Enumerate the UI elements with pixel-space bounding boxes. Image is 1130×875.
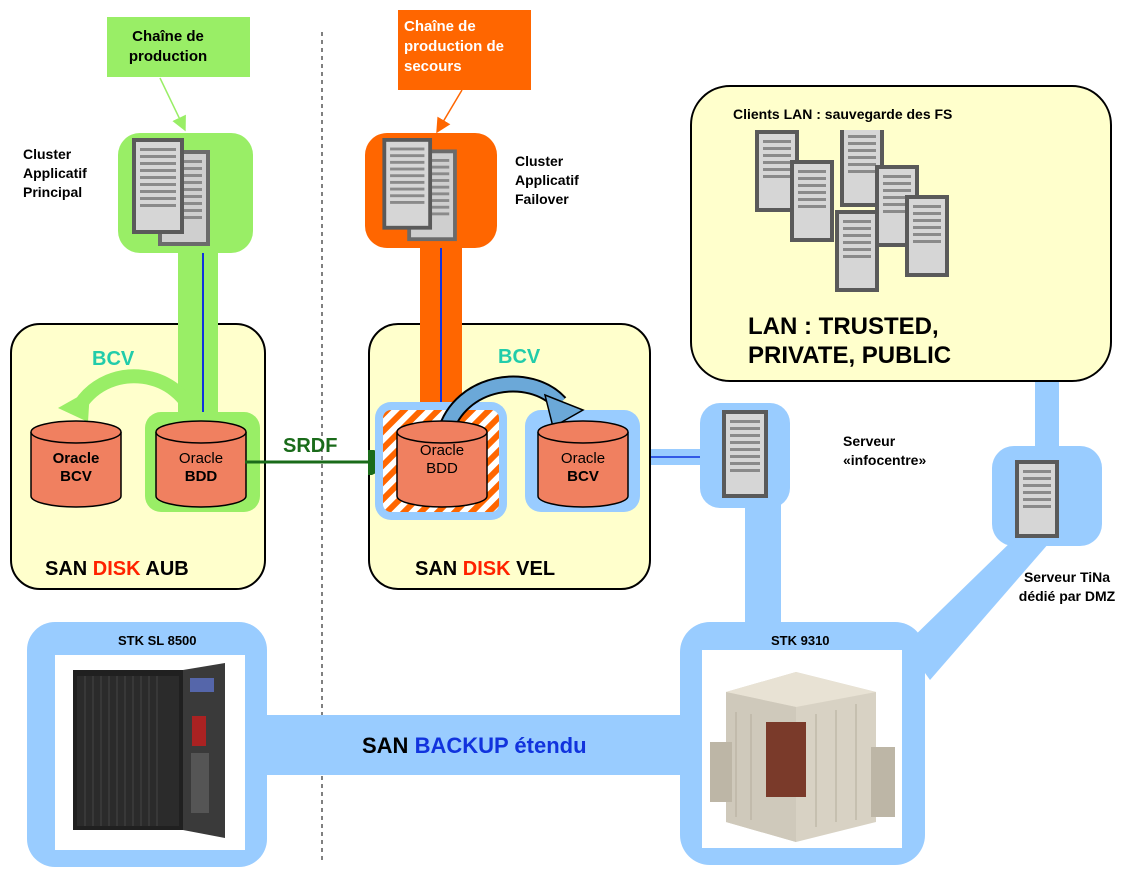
vel-bcv-line2: BCV bbox=[567, 468, 599, 485]
aub-oracle-bcv-disk: Oracle BCV bbox=[30, 420, 122, 508]
vel-bcv-label: BCV bbox=[498, 346, 541, 368]
san-backup-keyword: BACKUP bbox=[414, 733, 509, 758]
aub-bdd-line1: Oracle bbox=[178, 450, 224, 467]
tina-server bbox=[1015, 460, 1065, 540]
cluster-principal-servers bbox=[130, 138, 240, 248]
tape-library-9310-icon bbox=[710, 672, 895, 842]
aub-bdd-line2: BDD bbox=[184, 468, 218, 485]
vel-oracle-bdd-disk: Oracle BDD bbox=[396, 420, 488, 508]
san-backup-suffix: étendu bbox=[514, 733, 587, 758]
server-icon bbox=[132, 138, 210, 246]
aub-bcv-line2: BCV bbox=[60, 468, 92, 485]
stk-9310-label: STK 9310 bbox=[771, 633, 830, 648]
stk-sl8500-image bbox=[65, 658, 235, 845]
vel-oracle-bcv-disk: Oracle BCV bbox=[537, 420, 629, 508]
failover-blue-line bbox=[440, 245, 442, 425]
server-icon bbox=[1015, 460, 1059, 538]
callout-pointers bbox=[159, 77, 463, 134]
database-cylinder-icon bbox=[30, 420, 122, 508]
vel-bdd-line2: BDD bbox=[426, 460, 458, 477]
san-disk-vel-title: SAN DISK VEL bbox=[415, 558, 555, 581]
server-icon bbox=[755, 125, 949, 292]
san-aub-suffix: AUB bbox=[145, 558, 189, 580]
san-backup-label: SAN BACKUP étendu bbox=[362, 733, 587, 759]
san-backup-prefix: SAN bbox=[362, 733, 409, 758]
tina-diagonal-trunk bbox=[905, 535, 1056, 680]
vel-bcv-arrow bbox=[436, 375, 585, 436]
database-cylinder-icon bbox=[396, 420, 488, 508]
srdf-label: SRDF bbox=[283, 435, 338, 457]
san-vel-suffix: VEL bbox=[516, 558, 556, 580]
infocentre-label: Serveur «infocentre» bbox=[843, 433, 927, 468]
lan-main-line2: PRIVATE, PUBLIC bbox=[748, 342, 952, 369]
infocentre-trunk bbox=[745, 485, 781, 635]
vel-bdd-line1: Oracle bbox=[419, 442, 465, 459]
srdf-arrow bbox=[245, 450, 398, 475]
san-disk-aub-title: SAN DISK AUB bbox=[45, 558, 189, 581]
san-aub-prefix: SAN bbox=[45, 558, 88, 580]
cluster-failover-servers bbox=[378, 138, 488, 243]
database-cylinder-icon bbox=[155, 420, 247, 508]
lan-clients-servers bbox=[755, 125, 975, 295]
vel-bcv-line1: Oracle bbox=[560, 450, 606, 467]
principal-blue-line bbox=[202, 250, 204, 415]
tape-library-sl8500-icon bbox=[73, 663, 225, 838]
stk-9310-image bbox=[706, 652, 900, 846]
lan-main-line1: LAN : TRUSTED, bbox=[748, 313, 939, 340]
aub-bcv-arrow bbox=[58, 369, 202, 423]
cluster-principal-label: Cluster Applicatif Principal bbox=[23, 146, 87, 200]
san-vel-disk: DISK bbox=[462, 558, 511, 580]
aub-bcv-line1: Oracle bbox=[52, 450, 100, 467]
lan-clients-title: Clients LAN : sauvegarde des FS bbox=[733, 106, 953, 122]
server-icon bbox=[722, 410, 768, 498]
infocentre-server bbox=[722, 410, 772, 500]
production-callout-label: Chaîne de production bbox=[128, 28, 208, 65]
san-aub-disk: DISK bbox=[92, 558, 141, 580]
production-callout bbox=[107, 17, 250, 77]
aub-bcv-label: BCV bbox=[92, 348, 135, 370]
stk-sl8500-label: STK SL 8500 bbox=[118, 633, 197, 648]
database-cylinder-icon bbox=[537, 420, 629, 508]
tina-label: Serveur TiNa dédié par DMZ bbox=[1018, 569, 1116, 604]
server-icon bbox=[382, 138, 457, 242]
aub-oracle-bdd-disk: Oracle BDD bbox=[155, 420, 247, 508]
cluster-failover-label: Cluster Applicatif Failover bbox=[515, 153, 579, 207]
principal-trunk bbox=[178, 240, 218, 415]
san-vel-prefix: SAN bbox=[415, 558, 458, 580]
backup-production-callout-label: Chaîne de production de secours bbox=[404, 18, 504, 75]
backup-production-callout bbox=[398, 10, 531, 90]
san-backup-trunk bbox=[245, 715, 705, 775]
